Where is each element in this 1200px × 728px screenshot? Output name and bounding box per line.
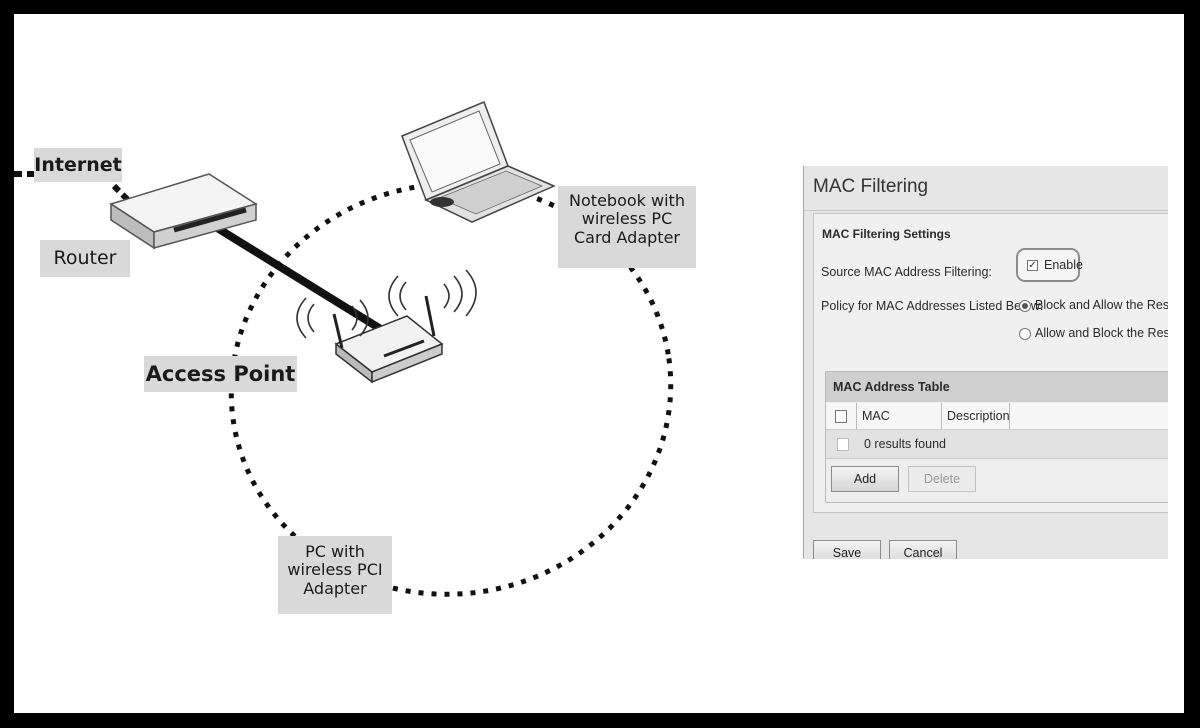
settings-title: MAC Filtering Settings: [822, 227, 951, 241]
policy-option-allow[interactable]: Allow and Block the Rest: [1035, 326, 1168, 340]
router-ap-cable: [211, 222, 395, 340]
empty-results-text: 0 results found: [864, 437, 946, 451]
router-label: Router: [40, 240, 130, 277]
pc-label-line: wireless PCI: [287, 560, 383, 580]
table-title: MAC Address Table: [826, 372, 1168, 402]
enable-label[interactable]: Enable: [1044, 258, 1083, 272]
column-description[interactable]: Description: [942, 403, 1010, 429]
access-point-label: Access Point: [144, 356, 297, 392]
add-button[interactable]: Add: [831, 466, 899, 492]
pc-label-line: PC with: [305, 542, 365, 561]
table-empty-row: 0 results found: [826, 430, 1168, 459]
notebook-label-line: Card Adapter: [574, 227, 680, 247]
policy-radio-allow[interactable]: [1019, 328, 1031, 340]
screenshot-canvas: Internet Router Access Point Notebook wi…: [14, 14, 1184, 713]
select-all-checkbox[interactable]: [835, 410, 847, 423]
policy-option-block[interactable]: Block and Allow the Rest: [1035, 298, 1168, 312]
row-checkbox[interactable]: [837, 438, 849, 451]
pc-label-line: Adapter: [303, 578, 367, 598]
mac-filtering-panel: MAC Filtering MAC Filtering Settings Sou…: [803, 166, 1168, 559]
delete-button[interactable]: Delete: [908, 466, 976, 492]
internet-label: Internet: [34, 148, 122, 182]
settings-section: MAC Filtering Settings Source MAC Addres…: [813, 213, 1168, 513]
notebook-label: Notebook with wireless PC Card Adapter: [558, 186, 696, 268]
notebook-label-line: Notebook with: [569, 191, 685, 210]
select-all-cell: [826, 403, 857, 429]
column-mac-addresses[interactable]: MAC Addresses: [857, 403, 942, 449]
enable-checkbox[interactable]: ✓: [1027, 260, 1038, 271]
cancel-button[interactable]: Cancel: [889, 540, 957, 559]
internet-link: [14, 171, 137, 209]
network-diagram: [14, 101, 674, 597]
source-filter-label: Source MAC Address Filtering:: [821, 265, 992, 279]
notebook-icon: [401, 101, 556, 223]
save-button[interactable]: Save: [813, 540, 881, 559]
router-icon: [109, 173, 258, 250]
pc-label: PC with wireless PCI Adapter: [278, 536, 392, 614]
policy-radio-block[interactable]: [1019, 300, 1031, 312]
enable-highlight: ✓ Enable: [1016, 248, 1083, 282]
page-title: MAC Filtering: [813, 176, 929, 197]
access-point-icon: [296, 269, 477, 384]
table-header-row: MAC Addresses Description: [826, 403, 1168, 449]
mac-address-table: MAC Address Table MAC Addresses Descript…: [825, 371, 1168, 503]
notebook-label-line: wireless PC: [581, 209, 673, 229]
title-divider: [804, 210, 1168, 211]
policy-label: Policy for MAC Addresses Listed Below:: [821, 299, 1044, 313]
